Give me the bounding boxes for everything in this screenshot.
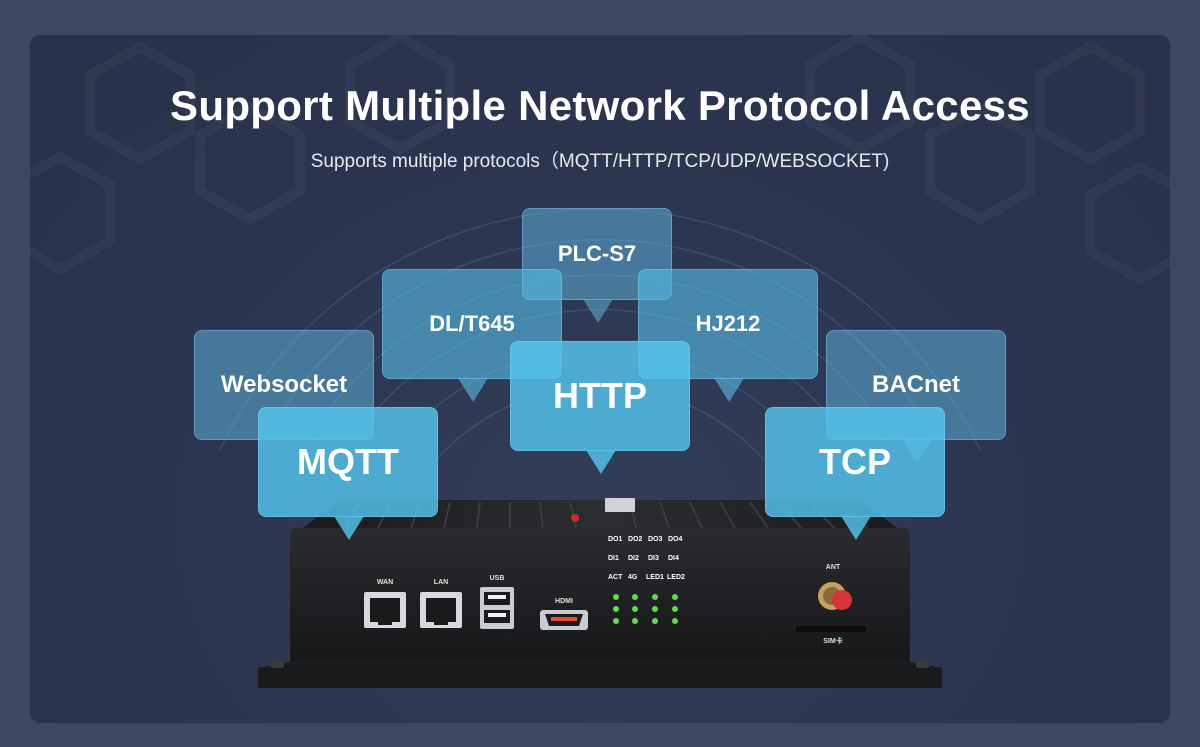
protocol-bubble-mqtt: MQTT bbox=[258, 407, 438, 540]
led-label-4g: 4G bbox=[628, 574, 638, 581]
page-subtitle: Supports multiple protocols（MQTT/HTTP/TC… bbox=[310, 151, 890, 172]
led-label-led1: LED1 bbox=[646, 574, 664, 581]
lan-port-label: LAN bbox=[433, 579, 449, 586]
protocol-label-bacnet: BACnet bbox=[872, 371, 960, 398]
protocol-label-dlt645: DL/T645 bbox=[429, 311, 515, 336]
led-label-led2: LED2 bbox=[667, 574, 685, 581]
protocol-label-mqtt: MQTT bbox=[297, 441, 399, 482]
bubble-tail bbox=[583, 299, 613, 323]
led-label-do2: DO2 bbox=[628, 536, 643, 543]
led-label-di2: DI2 bbox=[628, 555, 639, 562]
bubble-tail bbox=[458, 378, 488, 402]
bubble-tail bbox=[841, 516, 871, 540]
led-label-do1: DO1 bbox=[608, 536, 623, 543]
bubble-tail bbox=[714, 378, 744, 402]
protocol-label-websocket: Websocket bbox=[220, 371, 348, 398]
protocol-label-plc-s7: PLC-S7 bbox=[557, 241, 637, 266]
led-label-di1: DI1 bbox=[608, 555, 619, 562]
hdmi-port-label: HDMI bbox=[555, 598, 573, 605]
bubble-tail bbox=[586, 450, 616, 474]
protocol-label-http: HTTP bbox=[553, 375, 647, 416]
led-label-act: ACT bbox=[608, 574, 623, 581]
led-label-do4: DO4 bbox=[668, 536, 683, 543]
led-label-do3: DO3 bbox=[648, 536, 663, 543]
bubble-tail bbox=[334, 516, 364, 540]
protocol-label-hj212: HJ212 bbox=[695, 311, 761, 336]
usb-port-label: USB bbox=[489, 575, 505, 582]
protocol-bubble-http: HTTP bbox=[510, 341, 690, 474]
page-title: Support Multiple Network Protocol Access bbox=[170, 82, 1030, 129]
led-label-di3: DI3 bbox=[648, 555, 659, 562]
wan-port-label: WAN bbox=[376, 579, 394, 586]
protocol-label-tcp: TCP bbox=[819, 441, 891, 482]
antenna-label: ANT bbox=[825, 564, 841, 571]
sim-slot-label: SIM卡 bbox=[823, 638, 843, 645]
protocol-bubble-tcp: TCP bbox=[765, 407, 945, 540]
led-label-di4: DI4 bbox=[668, 555, 679, 562]
